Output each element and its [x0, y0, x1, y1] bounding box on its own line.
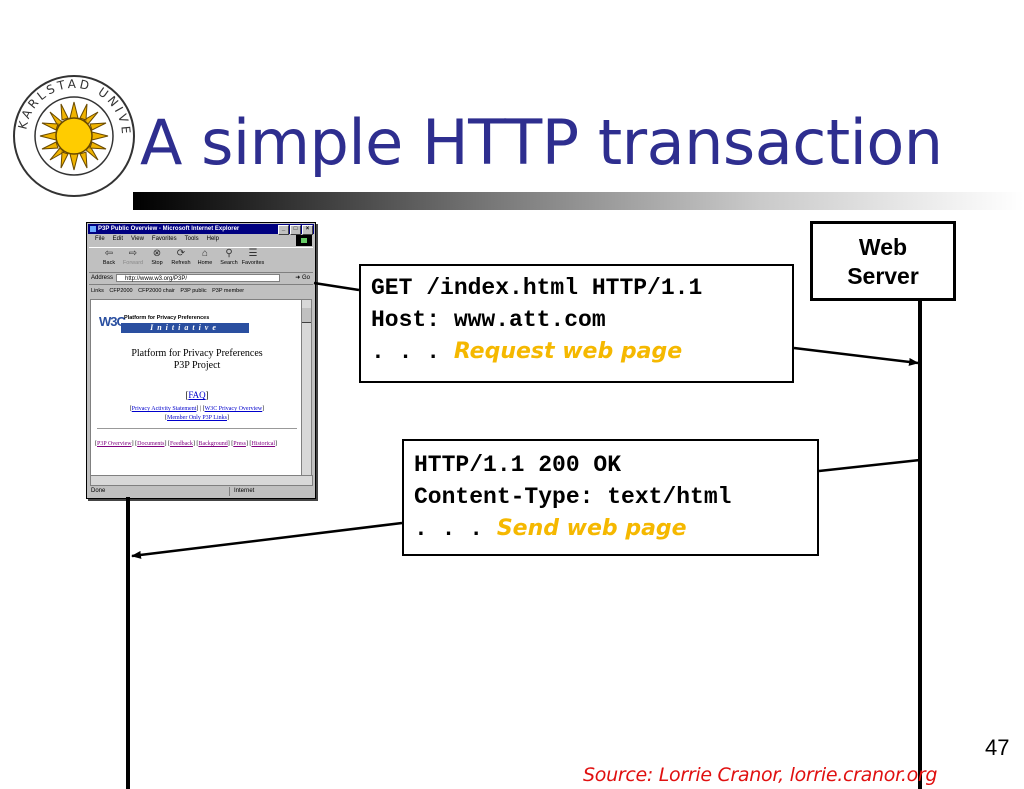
- browser-window: P3P Public Overview - Microsoft Internet…: [86, 222, 316, 499]
- w3c-logo: W3C: [99, 314, 126, 329]
- maximize-icon[interactable]: □: [290, 225, 301, 235]
- forward-button[interactable]: ⇨Forward: [122, 248, 144, 266]
- search-icon: ⚲: [225, 248, 233, 259]
- footer-link-documents[interactable]: Documents: [137, 441, 165, 447]
- links-label: Links: [91, 288, 104, 294]
- request-leader-line: [313, 281, 360, 292]
- faq-row: [FAQ]: [185, 390, 209, 400]
- request-note: Request web page: [453, 339, 683, 364]
- link-p3p-public[interactable]: P3P public: [180, 288, 207, 294]
- page-heading-line1: Platform for Privacy Preferences: [131, 348, 263, 359]
- link-cfp2000[interactable]: CFP2000: [109, 288, 133, 294]
- title-underline-bar: [133, 192, 1024, 210]
- page-heading: Platform for Privacy Preferences P3P Pro…: [91, 348, 303, 372]
- menu-file[interactable]: File: [95, 236, 105, 242]
- web-server-label-line2: Server: [847, 263, 919, 289]
- request-host-line: Host: www.att.com: [371, 307, 606, 333]
- link-cfp2000-chair[interactable]: CFP2000 chair: [138, 288, 175, 294]
- footer-link-overview[interactable]: P3P Overview: [97, 441, 132, 447]
- refresh-icon: ⟳: [176, 248, 186, 259]
- back-arrow-icon: ⇦: [104, 248, 114, 259]
- scrollbar-thumb[interactable]: [302, 308, 311, 323]
- links-bar: Links CFP2000 CFP2000 chair P3P public P…: [89, 286, 313, 296]
- vertical-scrollbar[interactable]: [301, 299, 312, 477]
- footer-link-feedback[interactable]: Feedback: [169, 441, 193, 447]
- footer-link-press[interactable]: Press: [233, 441, 246, 447]
- faq-link[interactable]: FAQ: [188, 390, 206, 400]
- favorites-button[interactable]: ☰Favorites: [241, 248, 265, 266]
- response-ellipsis: . . .: [414, 516, 497, 542]
- response-message-box: HTTP/1.1 200 OK Content-Type: text/html …: [402, 439, 819, 556]
- stop-button[interactable]: ⊗Stop: [151, 248, 163, 266]
- browser-content: W3C Platform for Privacy Preferences Ini…: [90, 299, 304, 477]
- request-note-line: . . . Request web page: [371, 336, 792, 368]
- footer-link-background[interactable]: Background: [198, 441, 228, 447]
- back-button[interactable]: ⇦Back: [102, 248, 116, 266]
- browser-menubar: File Edit View Favorites Tools Help: [95, 236, 219, 242]
- menu-favorites[interactable]: Favorites: [151, 236, 177, 242]
- stop-icon: ⊗: [152, 248, 162, 259]
- response-leader-line: [818, 458, 921, 473]
- address-input[interactable]: http://www.w3.org/P3P/: [116, 274, 280, 282]
- response-status-line: HTTP/1.1 200 OK: [414, 452, 622, 478]
- ie-icon: [90, 226, 96, 232]
- browser-window-title: P3P Public Overview - Microsoft Internet…: [98, 226, 240, 232]
- response-content-type-line: Content-Type: text/html: [414, 484, 732, 510]
- slide-title: A simple HTTP transaction: [140, 106, 943, 179]
- w3c-privacy-link[interactable]: W3C Privacy Overview: [204, 406, 263, 412]
- status-text: Done: [91, 488, 106, 494]
- request-ellipsis: . . .: [371, 339, 454, 365]
- response-arrow: [131, 521, 403, 559]
- link-p3p-member[interactable]: P3P member: [212, 288, 245, 294]
- web-server-label-line1: Web: [858, 234, 908, 260]
- menu-help[interactable]: Help: [206, 236, 219, 242]
- minimize-icon[interactable]: _: [278, 225, 289, 235]
- privacy-links-row: [Privacy Activity Statement] | [W3C Priv…: [129, 406, 265, 412]
- page-number: 47: [985, 735, 1010, 760]
- member-links-row: [Member Only P3P Links]: [165, 415, 229, 421]
- status-bar: Done Internet: [89, 487, 313, 496]
- horizontal-scrollbar[interactable]: [90, 475, 313, 486]
- address-bar: Address http://www.w3.org/P3P/ ➜ Go: [89, 273, 313, 285]
- home-icon: ⌂: [201, 248, 209, 259]
- page-heading-line2: P3P Project: [173, 360, 221, 371]
- favorites-icon: ☰: [248, 248, 258, 259]
- browser-titlebar: P3P Public Overview - Microsoft Internet…: [88, 224, 314, 235]
- search-button[interactable]: ⚲Search: [220, 248, 238, 266]
- status-zone: Internet: [229, 487, 314, 496]
- windows-flag-icon: [296, 235, 312, 246]
- refresh-button[interactable]: ⟳Refresh: [171, 248, 191, 266]
- close-icon[interactable]: ×: [302, 225, 313, 235]
- w3c-initiative-banner: Initiative: [121, 323, 249, 333]
- member-only-link[interactable]: Member Only P3P Links: [167, 415, 227, 421]
- home-button[interactable]: ⌂Home: [197, 248, 213, 266]
- go-button[interactable]: ➜ Go: [295, 275, 310, 281]
- menu-tools[interactable]: Tools: [184, 236, 199, 242]
- address-label: Address: [91, 275, 114, 281]
- privacy-activity-link[interactable]: Privacy Activity Statement: [131, 406, 197, 412]
- forward-arrow-icon: ⇨: [128, 248, 138, 259]
- menu-edit[interactable]: Edit: [112, 236, 124, 242]
- menu-view[interactable]: View: [131, 236, 144, 242]
- content-divider: [97, 428, 297, 429]
- request-line: GET /index.html HTTP/1.1: [371, 275, 703, 301]
- footer-link-historical[interactable]: Historical: [251, 441, 276, 447]
- w3c-logo-subtitle: Platform for Privacy Preferences: [124, 315, 210, 321]
- response-note: Send web page: [496, 516, 687, 541]
- source-credit: Source: Lorrie Cranor, lorrie.cranor.org: [583, 764, 938, 786]
- request-arrow: [793, 346, 919, 366]
- karlstad-university-logo: KARLSTAD UNIVERSITY: [10, 72, 135, 197]
- web-server-box: Web Server: [810, 221, 956, 301]
- response-note-line: . . . Send web page: [414, 513, 817, 545]
- footer-links: [P3P Overview] [Documents] [Feedback] [B…: [95, 441, 278, 447]
- sun-seal-icon: [39, 101, 109, 171]
- request-message-box: GET /index.html HTTP/1.1 Host: www.att.c…: [359, 264, 794, 383]
- browser-toolbar: ⇦Back ⇨Forward ⊗Stop ⟳Refresh ⌂Home ⚲Sea…: [89, 247, 313, 273]
